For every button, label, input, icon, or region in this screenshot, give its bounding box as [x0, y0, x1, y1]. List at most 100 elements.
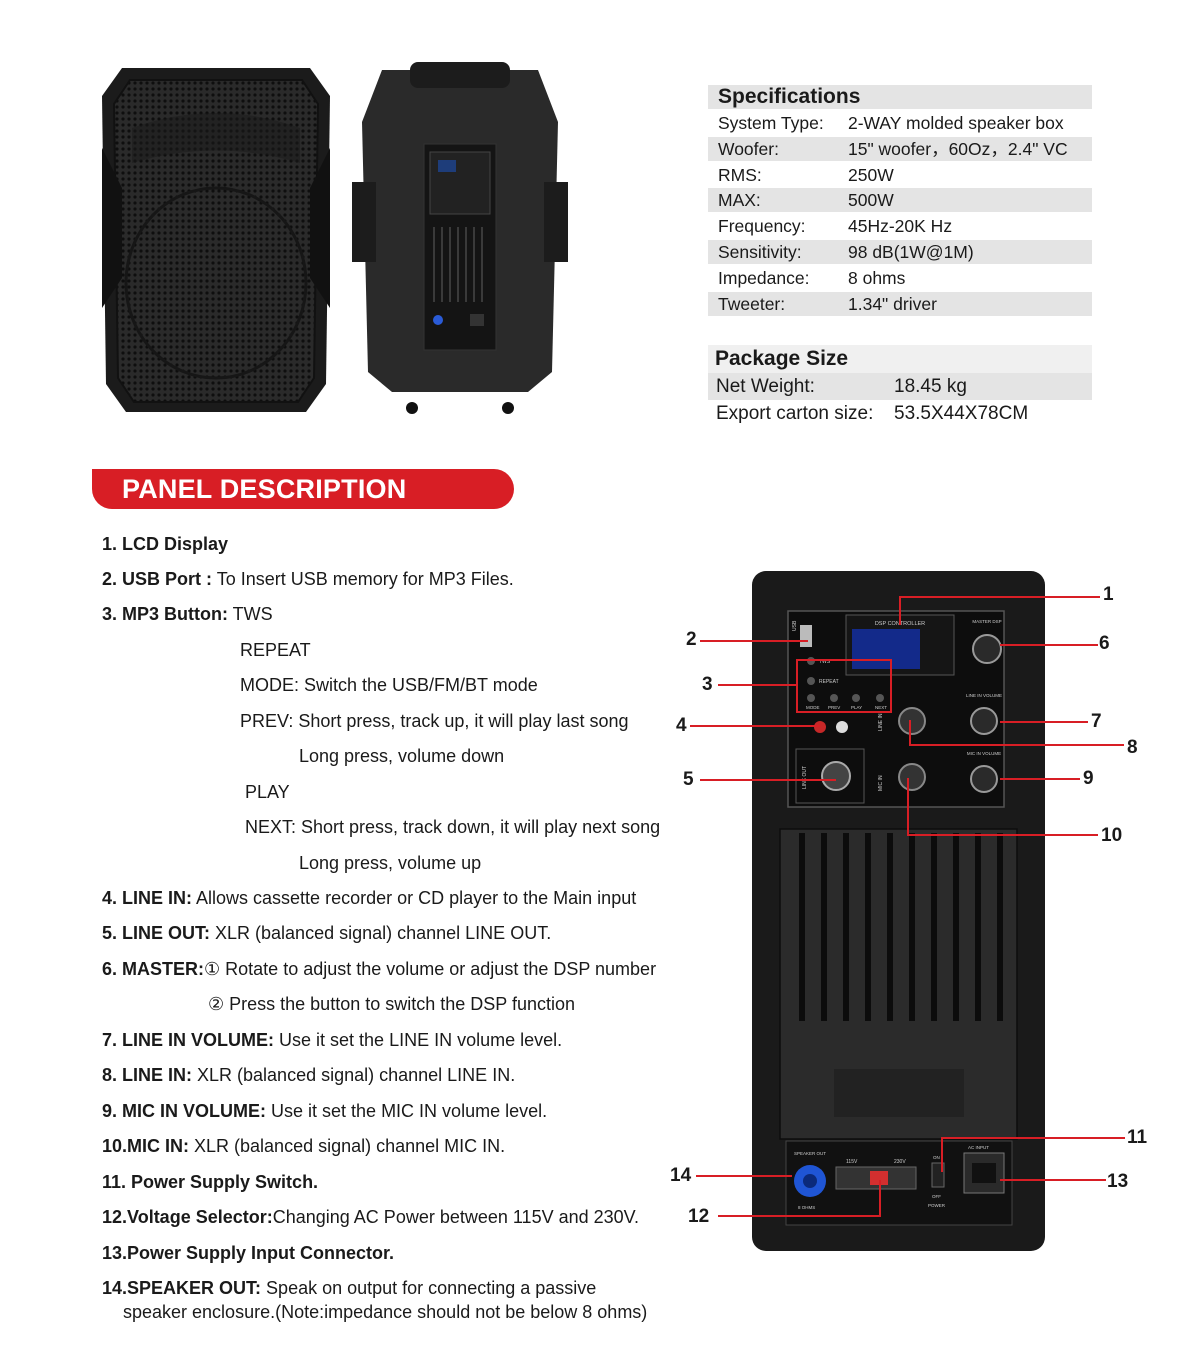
description-line: PREV: Short press, track up, it will pla…: [240, 711, 629, 732]
line-out-label: LINE OUT: [802, 766, 808, 789]
description-text: XLR (balanced signal) channel LINE IN.: [192, 1065, 516, 1085]
master-dsp-label: MASTER DSP: [972, 619, 1001, 624]
rear-panel-diagram: DSP CONTROLLER USB TWS REPEAT MODE PREV …: [752, 571, 1045, 1251]
on-label: ON: [933, 1155, 940, 1160]
description-text: speaker enclosure.(Note:impedance should…: [123, 1302, 648, 1322]
callout-number-11: 11: [1127, 1127, 1148, 1148]
spec-row: Frequency:45Hz-20K Hz: [708, 214, 1092, 238]
description-term: 8. LINE IN:: [102, 1065, 193, 1085]
play-label: PLAY: [851, 705, 862, 710]
ohms-label: 8 OHMS: [798, 1205, 815, 1210]
repeat-label: REPEAT: [819, 679, 839, 685]
description-term: 13.Power Supply Input Connector.: [102, 1243, 395, 1263]
description-term: 1. LCD Display: [102, 534, 229, 554]
description-line: REPEAT: [240, 640, 311, 661]
description-text: Long press, volume up: [299, 853, 482, 873]
description-line: 9. MIC IN VOLUME: Use it set the MIC IN …: [102, 1101, 547, 1122]
package-row: Export carton size: 53.5X44X78CM: [708, 400, 1092, 427]
description-line: 8. LINE IN: XLR (balanced signal) channe…: [102, 1065, 515, 1086]
speaker-out-label: SPEAKER OUT: [794, 1151, 826, 1156]
callout-number-10: 10: [1101, 825, 1123, 846]
callout-number-9: 9: [1083, 768, 1094, 789]
package-value: 18.45 kg: [894, 376, 967, 397]
description-term: 3. MP3 Button:: [102, 604, 228, 624]
speaker-back-image: [352, 62, 568, 414]
callout-number-3: 3: [702, 674, 713, 695]
callout-number-7: 7: [1091, 711, 1102, 732]
description-text: MODE: Switch the USB/FM/BT mode: [240, 675, 538, 695]
description-line: 13.Power Supply Input Connector.: [102, 1243, 394, 1264]
package-size-title: Package Size: [708, 345, 1092, 373]
description-text: TWS: [228, 604, 273, 624]
mic-in-label: MIC IN: [878, 775, 884, 791]
description-line: 7. LINE IN VOLUME: Use it set the LINE I…: [102, 1030, 562, 1051]
ac-input-label: AC INPUT: [968, 1145, 989, 1150]
specifications-table: Specifications System Type:2-WAY molded …: [708, 85, 1092, 317]
description-line: speaker enclosure.(Note:impedance should…: [123, 1302, 647, 1323]
description-line: 6. MASTER:① Rotate to adjust the volume …: [102, 959, 656, 980]
description-term: 4. LINE IN:: [102, 888, 193, 908]
description-line: 4. LINE IN: Allows cassette recorder or …: [102, 888, 636, 909]
package-size-table: Package Size Net Weight: 18.45 kg Export c…: [708, 345, 1092, 427]
package-key: Export carton size:: [716, 403, 874, 424]
description-text: ② Press the button to switch the DSP fun…: [208, 994, 575, 1014]
spec-row: Impedance: 8 ohms: [708, 266, 1092, 290]
spec-key: Tweeter:: [718, 293, 786, 314]
description-line: 1. LCD Display: [102, 534, 228, 555]
description-line: 2. USB Port : To Insert USB memory for M…: [102, 569, 514, 590]
panel-description-title: PANEL DESCRIPTION: [122, 474, 407, 504]
description-text: PREV: Short press, track up, it will pla…: [240, 711, 629, 731]
115v-label: 115V: [846, 1159, 858, 1165]
next-label: NEXT: [875, 705, 887, 710]
package-key: Net Weight:: [716, 376, 815, 397]
spec-row: Woofer:15" woofer，60Oz，2.4" VC: [708, 136, 1092, 161]
description-line: 11. Power Supply Switch.: [102, 1172, 318, 1193]
spec-key: RMS:: [718, 164, 762, 185]
spec-value: 98 dB(1W@1M): [848, 241, 974, 262]
description-line: 12.Voltage Selector:Changing AC Power be…: [102, 1207, 639, 1228]
mode-label: MODE: [806, 705, 820, 710]
description-text: Long press, volume down: [299, 746, 505, 766]
callout-number-5: 5: [683, 769, 694, 790]
spec-value: 250W: [848, 164, 894, 185]
callout-number-13: 13: [1107, 1171, 1129, 1192]
description-text: NEXT: Short press, track down, it will p…: [245, 817, 661, 837]
description-term: 9. MIC IN VOLUME:: [102, 1101, 267, 1121]
callout-number-1: 1: [1103, 584, 1114, 605]
description-line: Long press, volume up: [299, 853, 481, 874]
callout-number-2: 2: [686, 629, 697, 650]
spec-value: 45Hz-20K Hz: [848, 216, 953, 237]
callout-number-4: 4: [676, 715, 687, 736]
callout-number-6: 6: [1099, 633, 1110, 654]
spec-key: Impedance:: [718, 267, 810, 288]
description-term: 7. LINE IN VOLUME:: [102, 1030, 275, 1050]
spec-value: 8 ohms: [848, 267, 906, 288]
description-term: 6. MASTER:: [102, 959, 205, 979]
spec-value: 1.34" driver: [848, 293, 937, 314]
description-text: REPEAT: [240, 640, 311, 660]
speaker-front-image: [102, 68, 330, 412]
description-text: Speak on output for connecting a passive: [261, 1278, 597, 1298]
description-line: 3. MP3 Button: TWS: [102, 604, 273, 625]
spec-row: System Type:2-WAY molded speaker box: [708, 111, 1092, 135]
package-value: 53.5X44X78CM: [894, 403, 1029, 424]
spec-row: MAX:500W: [708, 188, 1092, 213]
spec-value: 500W: [848, 190, 894, 211]
description-text: Use it set the MIC IN volume level.: [266, 1101, 548, 1121]
spec-value: 2-WAY molded speaker box: [848, 113, 1064, 133]
description-line: 5. LINE OUT: XLR (balanced signal) chann…: [102, 923, 551, 944]
line-in-volume-label: LINE IN VOLUME: [966, 693, 1002, 698]
off-label: OFF: [932, 1194, 941, 1199]
callout-number-8: 8: [1127, 737, 1138, 758]
description-text: PLAY: [245, 782, 290, 802]
description-text: Changing AC Power between 115V and 230V.: [272, 1207, 640, 1227]
description-text: Allows cassette recorder or CD player to…: [192, 888, 637, 908]
usb-label: USB: [792, 620, 798, 631]
panel-description-banner: PANEL DESCRIPTION: [92, 469, 514, 509]
package-row: Net Weight: 18.45 kg: [708, 373, 1092, 400]
description-term: 14.SPEAKER OUT:: [102, 1278, 262, 1298]
description-line: 10.MIC IN: XLR (balanced signal) channel…: [102, 1136, 505, 1157]
description-term: 11. Power Supply Switch.: [102, 1172, 319, 1192]
callout-number-14: 14: [670, 1165, 692, 1186]
description-term: 5. LINE OUT:: [102, 923, 211, 943]
